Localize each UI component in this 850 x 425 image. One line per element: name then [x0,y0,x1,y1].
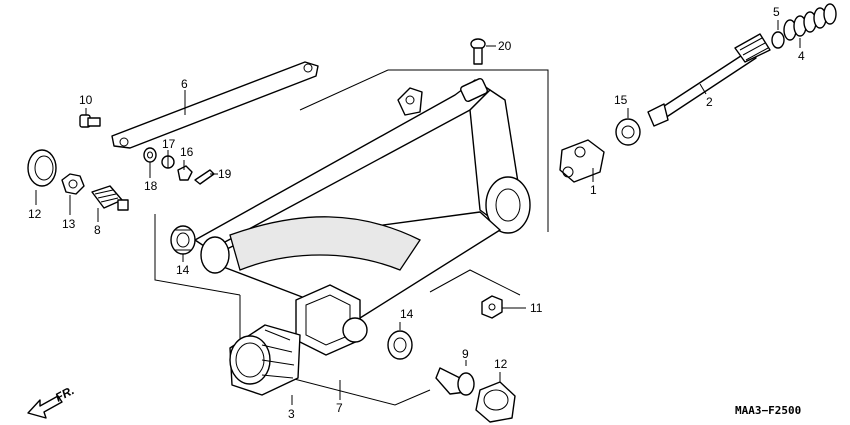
callout-12-left: 12 [28,207,42,221]
pivot-bolt-left [91,185,129,211]
leader-lines [35,20,801,405]
bearing-upper [170,225,196,255]
lock-nut [61,173,85,195]
callout-3: 3 [288,407,295,421]
spring-4 [783,3,837,41]
swingarm-group-bracket [154,69,549,296]
callout-11: 11 [530,301,543,315]
callout-14-upper: 14 [176,263,190,277]
callout-4: 4 [798,49,805,63]
callout-6: 6 [181,77,188,91]
drive-shaft [647,33,771,127]
rubber-boot [229,324,301,396]
callout-14-lower: 14 [400,307,414,321]
callout-8: 8 [94,223,101,237]
front-direction-indicator: FR. [27,383,76,419]
universal-joint [559,139,605,183]
bearing-lower [387,330,413,360]
washer-18 [143,147,157,163]
callout-19: 19 [218,167,232,181]
callout-2: 2 [706,95,713,109]
callout-7: 7 [336,401,343,415]
callout-16: 16 [180,145,194,159]
callout-9: 9 [462,347,469,361]
drawing-code: MAA3−F2500 [735,404,801,417]
cap-right [475,381,516,423]
torque-link [111,61,319,149]
swingarm [194,77,531,406]
callout-1: 1 [590,183,597,197]
callout-17: 17 [162,137,176,151]
pivot-bolt-right [435,367,475,396]
callout-12-right: 12 [494,357,508,371]
callout-5: 5 [773,5,780,19]
callout-20: 20 [498,39,512,53]
bolt-10 [79,114,101,128]
bearing-15 [615,118,641,146]
callout-13: 13 [62,217,76,231]
front-arrow-icon [27,395,63,419]
bolt-20 [470,38,486,65]
callout-15: 15 [614,93,628,107]
cotter-pin-19 [194,169,215,185]
circlip-5 [771,31,785,49]
nut-11 [481,295,503,319]
nut-16 [177,165,193,181]
callout-10: 10 [79,93,93,107]
callout-18: 18 [144,179,158,193]
cap-left [27,149,57,187]
